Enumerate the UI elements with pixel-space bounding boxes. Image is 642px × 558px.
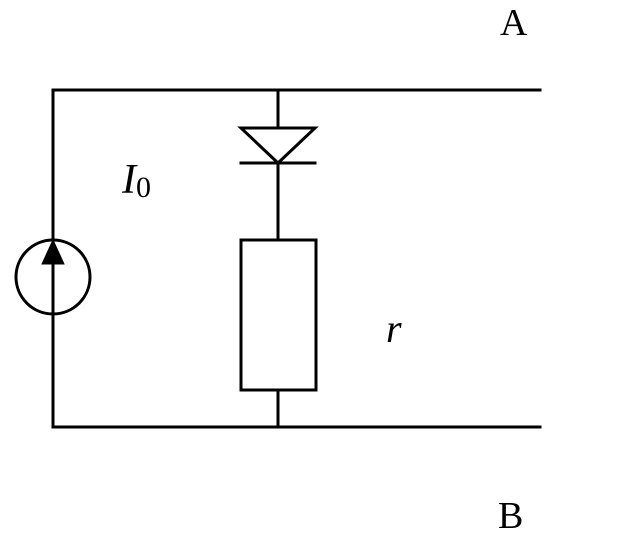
terminal-label-b: B [498,495,523,537]
source-current-symbol: I [121,157,138,203]
source-current-subscript: 0 [136,171,151,204]
current-source-icon [14,238,92,316]
terminal-label-a: A [500,2,528,44]
diode-icon [237,126,319,166]
resistor-icon [239,238,318,392]
source-current-label: I0 [121,157,151,204]
resistor-label: r [386,306,402,351]
